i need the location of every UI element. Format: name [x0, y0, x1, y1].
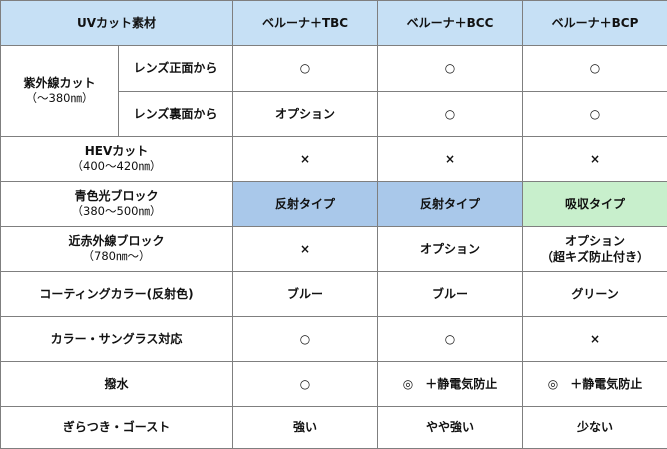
- cell-value: オプション: [378, 227, 523, 272]
- header-product-bcp: ベルーナ＋BCP: [523, 1, 667, 46]
- cell-value: ×: [233, 227, 378, 272]
- header-row: UVカット素材 ベルーナ＋TBC ベルーナ＋BCC ベルーナ＋BCP: [1, 1, 667, 46]
- cell-value-reflect: 反射タイプ: [233, 182, 378, 227]
- table-row: ぎらつき・ゴースト 強い やや強い 少ない: [1, 407, 667, 449]
- cell-value: ×: [378, 137, 523, 182]
- cell-value-main: オプション: [525, 233, 665, 249]
- cell-value: ブルー: [233, 272, 378, 317]
- table-row: カラー・サングラス対応 ○ ○ ×: [1, 317, 667, 362]
- row-label-main: HEVカット: [3, 143, 230, 159]
- row-label-near-infrared: 近赤外線ブロック （780㎚～）: [1, 227, 233, 272]
- cell-value: ◎ ＋静電気防止: [523, 362, 667, 407]
- cell-value-with-note: オプション （超キズ防止付き）: [523, 227, 667, 272]
- row-label-water-repellent: 撥水: [1, 362, 233, 407]
- table-row: 紫外線カット （～380㎚） レンズ正面から ○ ○ ○: [1, 46, 667, 92]
- cell-value: ○: [233, 362, 378, 407]
- table-row: 近赤外線ブロック （780㎚～） × オプション オプション （超キズ防止付き）: [1, 227, 667, 272]
- row-label-sub: （380～500㎚）: [3, 204, 230, 220]
- cell-value: ◎ ＋静電気防止: [378, 362, 523, 407]
- header-product-bcc: ベルーナ＋BCC: [378, 1, 523, 46]
- table-row: 青色光ブロック （380～500㎚） 反射タイプ 反射タイプ 吸収タイプ: [1, 182, 667, 227]
- cell-value: ○: [378, 92, 523, 137]
- cell-value: 少ない: [523, 407, 667, 449]
- table-row: コーティングカラー(反射色) ブルー ブルー グリーン: [1, 272, 667, 317]
- table-row: 撥水 ○ ◎ ＋静電気防止 ◎ ＋静電気防止: [1, 362, 667, 407]
- row-label-sub: （～380㎚）: [3, 91, 116, 107]
- cell-value: オプション: [233, 92, 378, 137]
- row-label-sub: （780㎚～）: [3, 249, 230, 265]
- row-sublabel-back: レンズ裏面から: [119, 92, 233, 137]
- cell-value: ×: [233, 137, 378, 182]
- cell-value: ブルー: [378, 272, 523, 317]
- header-material: UVカット素材: [1, 1, 233, 46]
- cell-value: 強い: [233, 407, 378, 449]
- cell-value: ○: [233, 317, 378, 362]
- cell-value: ○: [378, 46, 523, 92]
- cell-value-absorb: 吸収タイプ: [523, 182, 667, 227]
- cell-value: ○: [378, 317, 523, 362]
- cell-value-reflect: 反射タイプ: [378, 182, 523, 227]
- row-label-sub: （400～420㎚）: [3, 159, 230, 175]
- cell-value: やや強い: [378, 407, 523, 449]
- row-label-sunglass: カラー・サングラス対応: [1, 317, 233, 362]
- row-label-glare-ghost: ぎらつき・ゴースト: [1, 407, 233, 449]
- row-label-main: 青色光ブロック: [3, 188, 230, 204]
- cell-value: グリーン: [523, 272, 667, 317]
- cell-value: ○: [233, 46, 378, 92]
- cell-value: ×: [523, 317, 667, 362]
- table-row: HEVカット （400～420㎚） × × ×: [1, 137, 667, 182]
- cell-value: ○: [523, 92, 667, 137]
- row-label-coating-color: コーティングカラー(反射色): [1, 272, 233, 317]
- header-product-tbc: ベルーナ＋TBC: [233, 1, 378, 46]
- cell-value: ×: [523, 137, 667, 182]
- row-label-main: 紫外線カット: [3, 75, 116, 91]
- cell-value-note: （超キズ防止付き）: [525, 249, 665, 265]
- row-label-main: 近赤外線ブロック: [3, 233, 230, 249]
- row-label-uv-cut: 紫外線カット （～380㎚）: [1, 46, 119, 137]
- cell-value: ○: [523, 46, 667, 92]
- row-label-hev: HEVカット （400～420㎚）: [1, 137, 233, 182]
- row-label-blue-light: 青色光ブロック （380～500㎚）: [1, 182, 233, 227]
- row-sublabel-front: レンズ正面から: [119, 46, 233, 92]
